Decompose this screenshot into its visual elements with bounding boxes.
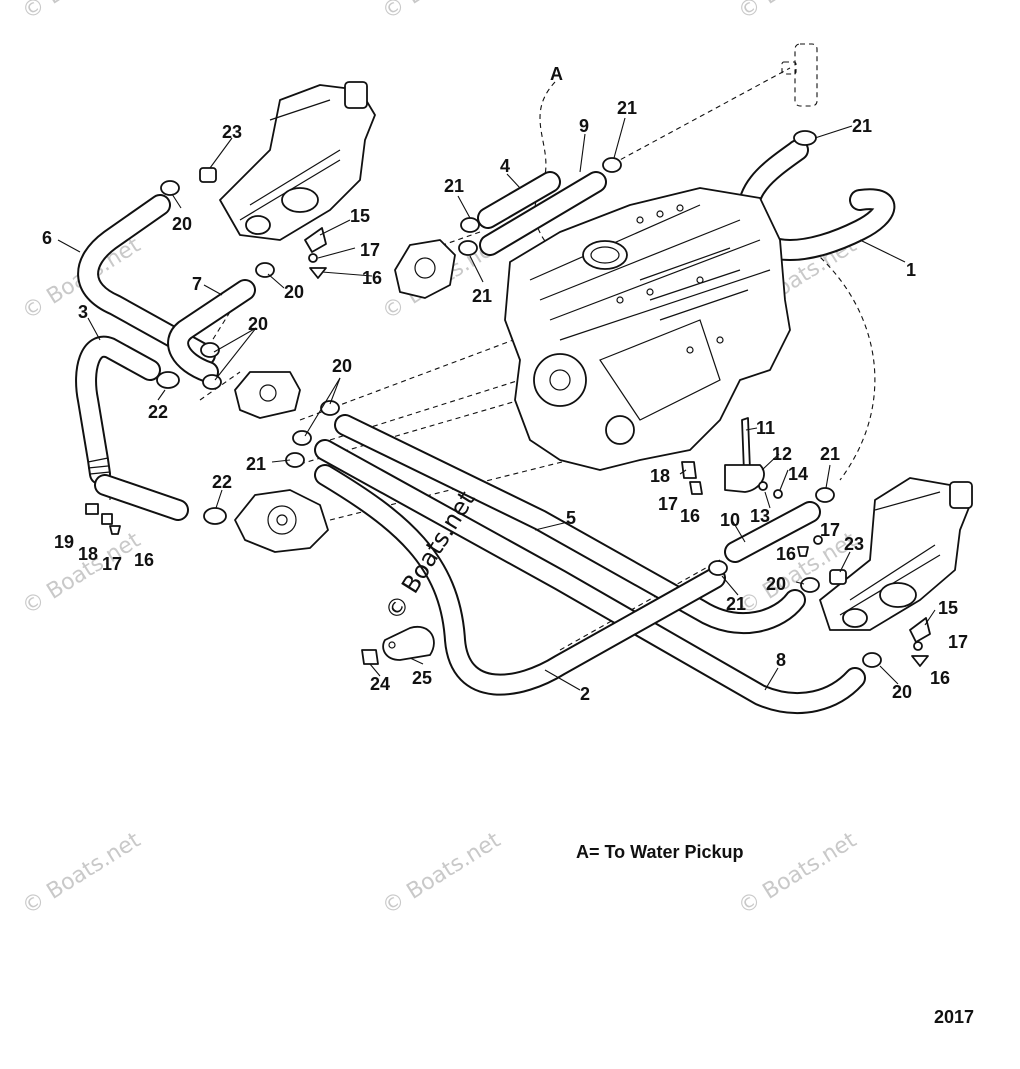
callout-5: 5 bbox=[566, 508, 576, 528]
callout-16d: 16 bbox=[930, 668, 950, 688]
hose-5 bbox=[334, 414, 806, 635]
callout-13: 13 bbox=[750, 506, 770, 526]
callout-12: 12 bbox=[772, 444, 792, 464]
callout-15b: 15 bbox=[938, 598, 958, 618]
callout-21e: 21 bbox=[246, 454, 266, 474]
callout-14: 14 bbox=[788, 464, 808, 484]
callout-24: 24 bbox=[370, 674, 390, 694]
watermark: © Boats.net bbox=[18, 828, 145, 921]
watermark: © Boats.net bbox=[378, 0, 505, 25]
callout-20a: 20 bbox=[172, 214, 192, 234]
callout-16: 16 bbox=[362, 268, 382, 288]
exhaust-manifold-lower bbox=[819, 477, 973, 631]
hose-8 bbox=[314, 439, 866, 714]
callout-21f: 21 bbox=[820, 444, 840, 464]
thermostat-housing bbox=[394, 239, 456, 299]
callout-3: 3 bbox=[78, 302, 88, 322]
watermark: © Boats.net bbox=[378, 828, 505, 921]
callout-23b: 23 bbox=[844, 534, 864, 554]
callout-23a: 23 bbox=[222, 122, 242, 142]
callouts: 1 2 3 4 5 6 7 8 9 10 11 12 13 14 15 16 1… bbox=[42, 64, 968, 704]
callout-17d: 17 bbox=[948, 632, 968, 652]
callout-8: 8 bbox=[776, 650, 786, 670]
clamp-25 bbox=[382, 625, 435, 661]
callout-21b: 21 bbox=[472, 286, 492, 306]
watermark: © Boats.net bbox=[734, 0, 861, 25]
hose-2 bbox=[314, 464, 726, 696]
callout-17c: 17 bbox=[102, 554, 122, 574]
note-water-pickup: A= To Water Pickup bbox=[576, 842, 744, 862]
callout-7: 7 bbox=[192, 274, 202, 294]
bracket-11 bbox=[724, 417, 765, 493]
callout-20b: 20 bbox=[284, 282, 304, 302]
callout-17b: 17 bbox=[658, 494, 678, 514]
watermark: © Boats.net bbox=[18, 528, 145, 621]
leader-lines bbox=[57, 117, 936, 691]
watermark: © Boats.net bbox=[734, 828, 861, 921]
callout-6: 6 bbox=[42, 228, 52, 248]
callout-19: 19 bbox=[54, 532, 74, 552]
callout-16b: 16 bbox=[680, 506, 700, 526]
watermark: © Boats.net bbox=[18, 0, 145, 25]
water-pump bbox=[234, 489, 329, 553]
callout-20c: 20 bbox=[248, 314, 268, 334]
callout-a: A bbox=[550, 64, 563, 84]
hoses bbox=[75, 139, 896, 714]
callout-21d: 21 bbox=[852, 116, 872, 136]
callout-2: 2 bbox=[580, 684, 590, 704]
callout-17: 17 bbox=[360, 240, 380, 260]
callout-18b: 18 bbox=[78, 544, 98, 564]
hose-9 bbox=[479, 171, 607, 256]
hose-6 bbox=[77, 194, 216, 366]
callout-20d: 20 bbox=[332, 356, 352, 376]
callout-9: 9 bbox=[579, 116, 589, 136]
callout-16c: 16 bbox=[134, 550, 154, 570]
callout-21a: 21 bbox=[444, 176, 464, 196]
hose-10 bbox=[724, 501, 821, 563]
callout-4: 4 bbox=[500, 156, 510, 176]
callout-20f: 20 bbox=[892, 682, 912, 702]
callout-25: 25 bbox=[412, 668, 432, 688]
callout-16e: 16 bbox=[776, 544, 796, 564]
water-pickup-tee bbox=[781, 43, 818, 107]
exhaust-manifold-upper bbox=[219, 81, 376, 241]
callout-11: 11 bbox=[756, 418, 775, 438]
callout-1: 1 bbox=[906, 260, 916, 280]
engine-block bbox=[504, 187, 791, 471]
callout-20e: 20 bbox=[766, 574, 786, 594]
callout-22a: 22 bbox=[148, 402, 168, 422]
hose-3 bbox=[75, 335, 189, 521]
callout-21c: 21 bbox=[617, 98, 637, 118]
callout-22b: 22 bbox=[212, 472, 232, 492]
callout-18: 18 bbox=[650, 466, 670, 486]
small-fittings bbox=[85, 167, 931, 667]
hose-1 bbox=[737, 139, 896, 261]
hose-7 bbox=[167, 279, 256, 383]
distribution-housing bbox=[234, 371, 301, 419]
callout-10: 10 bbox=[720, 510, 740, 530]
hose-clamps bbox=[156, 130, 882, 668]
callout-17e: 17 bbox=[820, 520, 840, 540]
callout-15: 15 bbox=[350, 206, 370, 226]
callout-21g: 21 bbox=[726, 594, 746, 614]
year-label: 2017 bbox=[934, 1007, 975, 1027]
hose-4 bbox=[477, 171, 561, 229]
